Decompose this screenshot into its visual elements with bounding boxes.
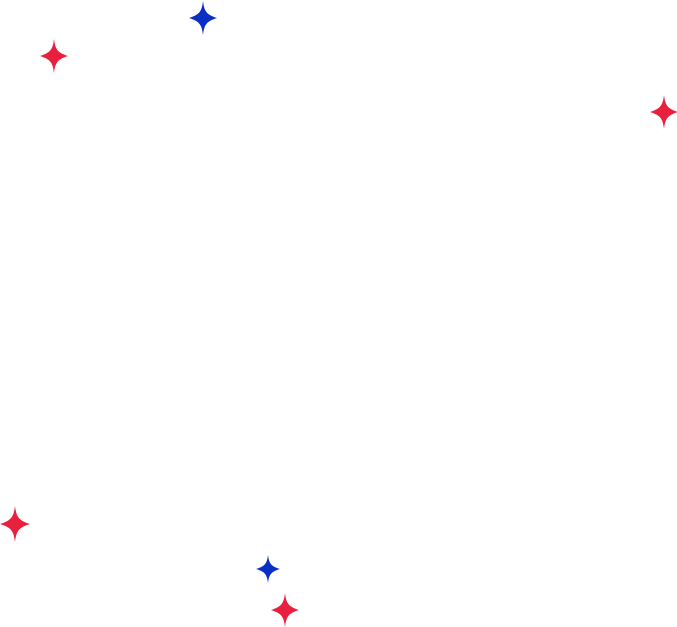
four-point-star-icon	[271, 593, 299, 627]
four-point-star-icon	[189, 1, 217, 35]
four-point-star-icon	[0, 506, 30, 542]
four-point-star-icon	[650, 95, 677, 129]
four-point-star-icon	[256, 555, 280, 583]
four-point-star-icon	[40, 39, 68, 73]
